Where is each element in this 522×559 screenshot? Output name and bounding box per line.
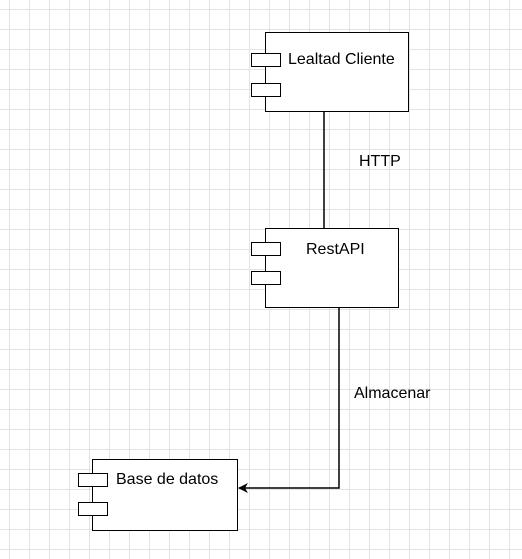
component-label: RestAPI: [306, 241, 365, 258]
connector-almacenar[interactable]: [238, 308, 340, 493]
component-restapi[interactable]: RestAPI: [251, 228, 399, 308]
component-port-icon: [251, 53, 281, 67]
component-base-de-datos[interactable]: Base de datos: [78, 459, 238, 531]
component-lealtad-cliente[interactable]: Lealtad Cliente: [251, 32, 409, 112]
component-port-icon: [78, 473, 108, 487]
edge-label-http: HTTP: [359, 153, 401, 170]
component-port-icon: [251, 242, 281, 256]
edge-label-almacenar: Almacenar: [354, 385, 431, 402]
component-label: Base de datos: [116, 471, 219, 488]
component-label: Lealtad Cliente: [288, 51, 395, 68]
component-port-icon: [78, 502, 108, 516]
component-port-icon: [251, 83, 281, 97]
component-port-icon: [251, 271, 281, 285]
